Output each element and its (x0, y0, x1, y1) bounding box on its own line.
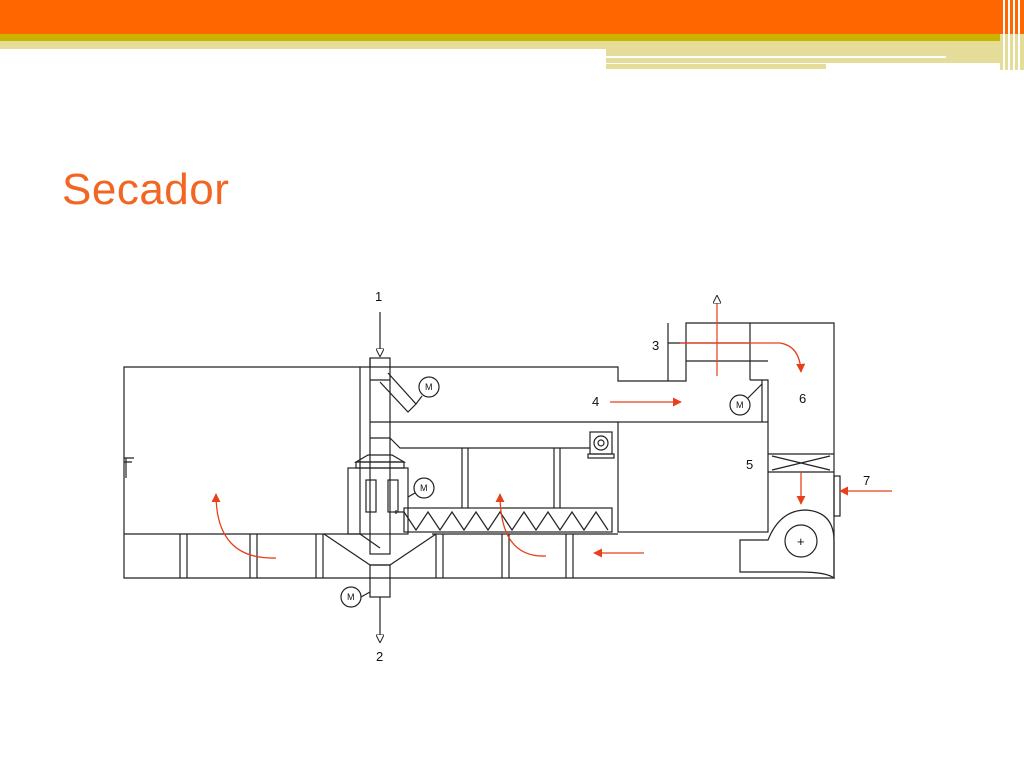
centrifugal-fan (739, 509, 835, 580)
flow-arrow-left-loop (211, 493, 277, 559)
motor-label-exhaust: M (736, 400, 744, 410)
motor-elevator (407, 477, 435, 499)
fan-hub-label: + (797, 534, 805, 549)
heater-chamber (617, 421, 769, 533)
banner-pale-band (0, 41, 1000, 49)
feed-column (323, 357, 437, 598)
label-6: 6 (799, 391, 806, 406)
plenum-baffles (179, 534, 574, 578)
banner-edge-stripes (1000, 0, 1024, 70)
air-flow-arrows (211, 342, 892, 559)
label-1: 1 (375, 289, 382, 304)
screw-conveyor (394, 507, 613, 533)
label-2: 2 (376, 649, 383, 664)
label-3: 3 (652, 338, 659, 353)
motor-label-elevator: M (420, 483, 428, 493)
label-4: 4 (592, 394, 599, 409)
drive-pulley (587, 431, 615, 459)
flow-arrow-recirc-3 (680, 342, 806, 373)
header-banner (0, 0, 1024, 70)
exhaust-stack (667, 323, 769, 422)
motor-label-discharge: M (347, 592, 355, 602)
upper-air-duct (389, 421, 618, 508)
motor-label-feed: M (425, 382, 433, 392)
banner-olive-band (0, 34, 1000, 41)
label-5: 5 (746, 457, 753, 472)
fresh-air-duct (768, 453, 841, 517)
main-housing-outline (123, 322, 835, 579)
motor-feed-chute (415, 376, 440, 405)
label-7: 7 (863, 473, 870, 488)
slide-title: Secador (62, 165, 230, 214)
motor-discharge (340, 586, 371, 608)
banner-white-line (606, 56, 946, 58)
dryer-diagram: 1 2 3 4 5 6 7 M M M M + (123, 289, 892, 664)
banner-pale-tab-lower (606, 64, 826, 69)
banner-orange-band (0, 0, 1000, 34)
left-side-hatch (124, 457, 134, 478)
dryer-housing (123, 296, 841, 642)
flow-arrow-center-loop (495, 493, 547, 557)
motor-exhaust (729, 383, 763, 416)
